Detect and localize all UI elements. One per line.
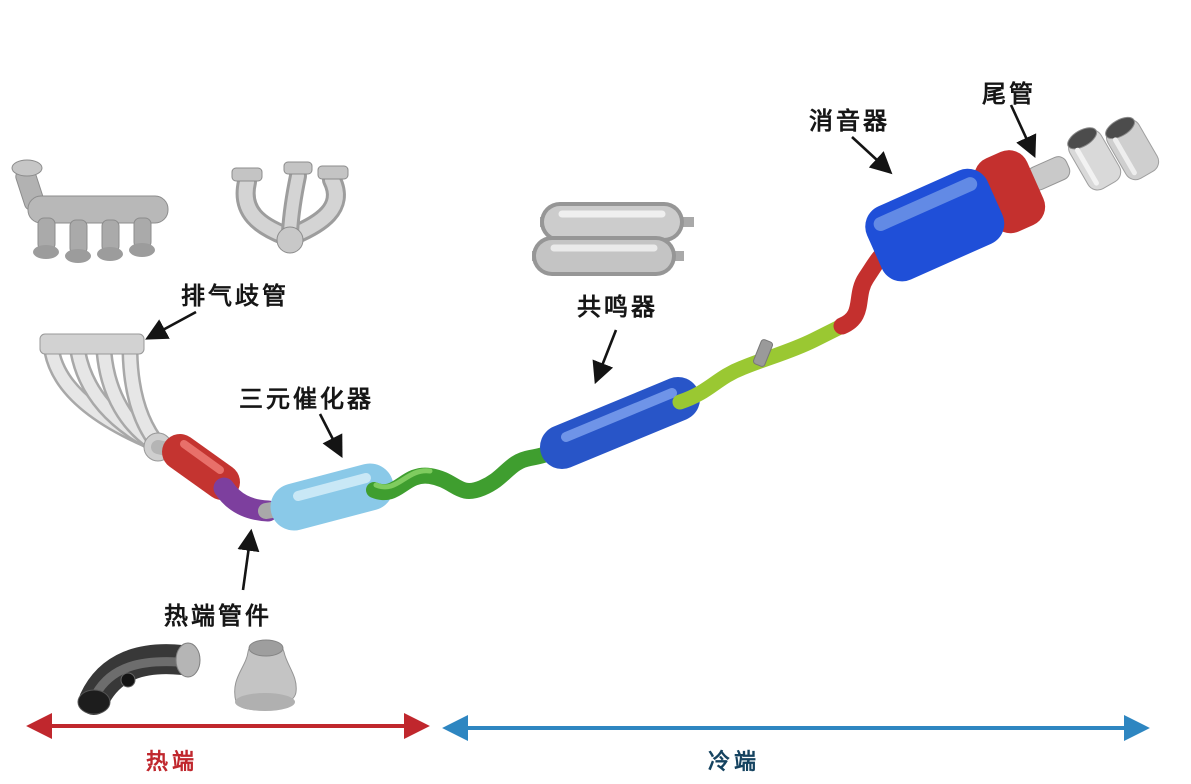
manifold-header	[39, 333, 187, 462]
catalyst-highlight	[293, 473, 371, 501]
resonator-body	[540, 377, 700, 469]
label-muffler: 消音器	[809, 108, 890, 135]
photo-resonator	[532, 202, 694, 276]
callout-arrow-catalyst	[318, 413, 343, 458]
resonator-highlight	[561, 388, 677, 442]
catalytic-converter	[270, 463, 394, 531]
photo-hot-end-casting	[234, 639, 297, 711]
label-exhaust-manifold: 排气歧管	[181, 283, 289, 310]
muffler-highlight	[873, 177, 978, 231]
mid-pipe-lime	[672, 318, 850, 410]
label-three-way-catalyst: 三元催化器	[239, 386, 374, 413]
photo-tubular-header	[231, 161, 349, 254]
front-pipe-green	[366, 440, 570, 501]
label-hot-end-pipe: 热端管件	[164, 603, 272, 630]
label-hot-end-zone: 热端	[146, 749, 199, 774]
callout-arrow-muffler	[851, 136, 893, 175]
front-pipe-highlight	[373, 468, 433, 490]
label-resonator: 共鸣器	[577, 294, 658, 321]
callout-arrow-tail-pipe	[1009, 104, 1037, 159]
photo-tail-tips	[1067, 116, 1160, 191]
muffler-body	[865, 168, 1005, 282]
exhaust-assembly	[39, 150, 1071, 531]
photo-hot-end-elbow	[77, 642, 201, 715]
label-tail-pipe: 尾管	[982, 81, 1036, 108]
callout-arrows	[145, 104, 1037, 591]
flex-pipe-red	[162, 434, 240, 500]
pipe-clamp	[752, 339, 774, 367]
callout-arrow-resonator	[592, 329, 618, 385]
callout-arrow-exhaust-manifold	[145, 310, 197, 340]
muffler-group	[865, 150, 1071, 282]
flex-pipe-highlight	[180, 440, 224, 474]
callout-arrow-hot-end-pipe	[237, 528, 260, 591]
photo-cast-manifold	[11, 159, 169, 263]
label-cold-end-zone: 冷端	[708, 749, 761, 774]
